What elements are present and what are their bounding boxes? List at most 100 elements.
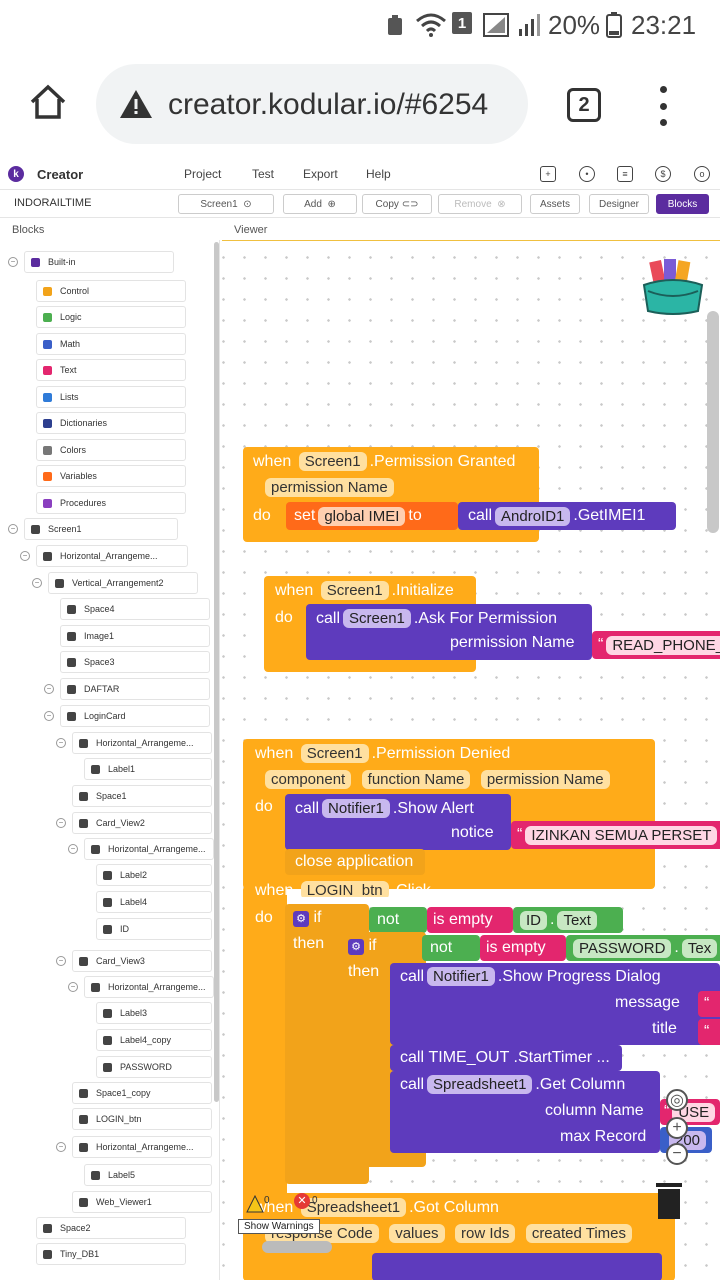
- collapse-toggle-icon[interactable]: −: [44, 711, 54, 721]
- menu-export[interactable]: Export: [303, 167, 338, 181]
- menu-test[interactable]: Test: [252, 167, 275, 181]
- is-empty-block[interactable]: is empty: [427, 907, 513, 933]
- text-block[interactable]: “: [698, 991, 720, 1017]
- close-application-block[interactable]: close application: [285, 849, 425, 875]
- tree-item[interactable]: Space3: [60, 651, 210, 673]
- tree-item[interactable]: Screen1: [24, 518, 178, 540]
- tree-item[interactable]: Label4: [96, 891, 212, 913]
- browser-menu-icon[interactable]: [655, 86, 671, 126]
- tree-item[interactable]: Image1: [60, 625, 210, 647]
- url-text[interactable]: creator.kodular.io/#6254: [168, 88, 489, 121]
- collapse-toggle-icon[interactable]: −: [44, 684, 54, 694]
- component-pill[interactable]: Notifier1: [427, 967, 495, 986]
- collapse-toggle-icon[interactable]: −: [56, 738, 66, 748]
- tree-item[interactable]: Math: [36, 333, 186, 355]
- menu-help[interactable]: Help: [366, 167, 391, 181]
- tree-item[interactable]: Horizontal_Arrangeme...: [72, 732, 212, 754]
- event-login-click[interactable]: [243, 886, 287, 1231]
- property-pill[interactable]: Tex: [681, 938, 718, 958]
- call-start-timer-block[interactable]: call TIME_OUT .StartTimer ...: [390, 1045, 622, 1071]
- zoom-reset-icon[interactable]: ◎: [666, 1089, 688, 1111]
- backpack-icon[interactable]: [640, 255, 706, 317]
- component-pill[interactable]: Screen1: [343, 609, 411, 628]
- kodular-logo[interactable]: k: [8, 166, 24, 182]
- tree-item[interactable]: Procedures: [36, 492, 186, 514]
- zoom-in-icon[interactable]: +: [666, 1117, 688, 1139]
- collapse-toggle-icon[interactable]: −: [56, 1142, 66, 1152]
- param-pill[interactable]: function Name: [361, 770, 471, 789]
- viewer-scrollbar[interactable]: [707, 311, 719, 533]
- tree-item[interactable]: Variables: [36, 465, 186, 487]
- component-pill[interactable]: Screen1: [298, 452, 367, 471]
- tree-item[interactable]: Card_View3: [72, 950, 212, 972]
- param-pill[interactable]: row Ids: [455, 1224, 516, 1243]
- tree-item[interactable]: Card_View2: [72, 812, 212, 834]
- collapse-toggle-icon[interactable]: −: [68, 844, 78, 854]
- tree-item[interactable]: Control: [36, 280, 186, 302]
- component-pill[interactable]: Spreadsheet1: [427, 1075, 533, 1094]
- tree-scrollbar[interactable]: [214, 242, 219, 1102]
- tree-item[interactable]: Lists: [36, 386, 186, 408]
- error-icon[interactable]: ✕: [294, 1193, 310, 1209]
- param-pill[interactable]: created Times: [525, 1224, 633, 1243]
- tree-item[interactable]: ID: [96, 918, 212, 940]
- property-pill[interactable]: Text: [557, 910, 597, 930]
- tree-item[interactable]: Web_Viewer1: [72, 1191, 212, 1213]
- id-text-getter[interactable]: ID. Text: [513, 907, 623, 933]
- collapse-toggle-icon[interactable]: −: [32, 578, 42, 588]
- tree-item[interactable]: Horizontal_Arrangeme...: [72, 1136, 212, 1158]
- collapse-toggle-icon[interactable]: −: [20, 551, 30, 561]
- screen-select[interactable]: Screen1 ⊙: [178, 194, 274, 214]
- tree-item[interactable]: Label5: [84, 1164, 212, 1186]
- dollar-icon[interactable]: $: [655, 166, 671, 182]
- tree-item[interactable]: Horizontal_Arrangeme...: [84, 976, 214, 998]
- assets-button[interactable]: Assets: [530, 194, 580, 214]
- add-button[interactable]: Add ⊕: [283, 194, 357, 214]
- param-pill[interactable]: permission Name: [480, 770, 610, 789]
- scroll-bar-horizontal[interactable]: [262, 1241, 332, 1253]
- url-bar[interactable]: [96, 64, 528, 144]
- param-pill[interactable]: permission Name: [265, 478, 394, 497]
- tree-item[interactable]: Horizontal_Arrangeme...: [84, 838, 214, 860]
- collapse-toggle-icon[interactable]: −: [56, 818, 66, 828]
- param-pill[interactable]: values: [389, 1224, 445, 1243]
- text-block[interactable]: “: [698, 1019, 720, 1045]
- component-pill[interactable]: AndroID1: [495, 506, 571, 526]
- tree-item[interactable]: Colors: [36, 439, 186, 461]
- not-block[interactable]: not: [422, 935, 480, 961]
- home-button[interactable]: [28, 82, 68, 122]
- tree-item[interactable]: Tiny_DB1: [36, 1243, 186, 1265]
- password-text-getter[interactable]: PASSWORD. Tex: [566, 935, 720, 961]
- tree-item[interactable]: Text: [36, 359, 186, 381]
- tree-item[interactable]: Space4: [60, 598, 210, 620]
- trash-icon[interactable]: [654, 1181, 684, 1221]
- tree-item[interactable]: Space1_copy: [72, 1082, 212, 1104]
- is-empty-block[interactable]: is empty: [480, 935, 566, 961]
- tree-item[interactable]: PASSWORD: [96, 1056, 212, 1078]
- text-value[interactable]: IZINKAN SEMUA PERSET: [525, 825, 718, 845]
- zoom-out-icon[interactable]: −: [666, 1143, 688, 1165]
- component-pill[interactable]: Screen1: [320, 581, 389, 600]
- text-value[interactable]: READ_PHONE_: [606, 635, 720, 655]
- component-pill[interactable]: LOGIN_btn: [300, 881, 389, 897]
- account-icon[interactable]: o: [694, 166, 710, 182]
- param-pill[interactable]: component: [265, 770, 352, 789]
- tree-item[interactable]: LoginCard: [60, 705, 210, 727]
- tree-item[interactable]: Label4_copy: [96, 1029, 212, 1051]
- remove-button[interactable]: Remove ⊗: [438, 194, 522, 214]
- tree-item[interactable]: Label1: [84, 758, 212, 780]
- collapse-toggle-icon[interactable]: −: [8, 524, 18, 534]
- tree-item[interactable]: Vertical_Arrangement2: [48, 572, 198, 594]
- gear-icon[interactable]: ⚙: [293, 911, 309, 927]
- tree-item[interactable]: Label2: [96, 864, 212, 886]
- copy-button[interactable]: Copy ⊂⊃: [362, 194, 432, 214]
- text-block[interactable]: “READ_PHONE_: [592, 631, 720, 659]
- designer-button[interactable]: Designer: [589, 194, 649, 214]
- not-block[interactable]: not: [369, 907, 427, 933]
- component-pill[interactable]: Notifier1: [322, 799, 390, 818]
- warning-icon[interactable]: [118, 88, 154, 120]
